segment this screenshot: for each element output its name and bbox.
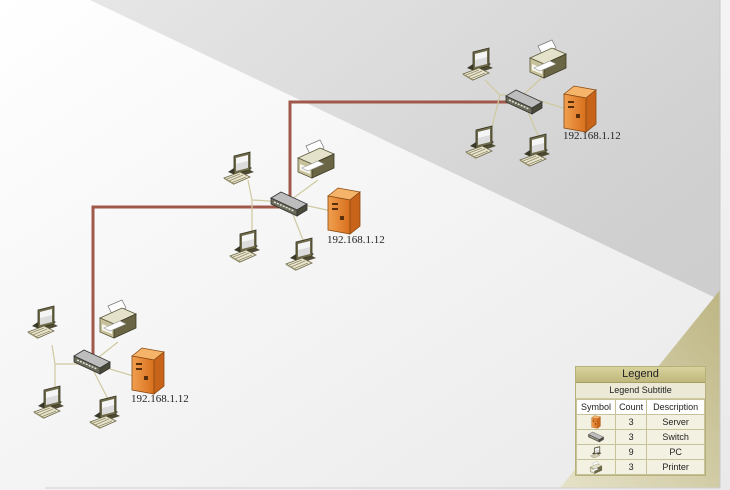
legend-row: 3 Printer <box>576 459 705 475</box>
legend-description: Printer <box>646 459 705 475</box>
pc-icon[interactable] <box>89 395 121 430</box>
pc-icon[interactable] <box>462 47 494 82</box>
branch-links <box>51 71 571 404</box>
printer-icon[interactable] <box>529 39 567 79</box>
legend-symbol <box>576 459 616 475</box>
legend-symbol <box>576 444 616 460</box>
legend-count: 3 <box>614 429 648 445</box>
legend-description: Server <box>646 414 705 430</box>
legend-count: 3 <box>614 459 648 475</box>
legend-description: PC <box>646 444 705 460</box>
backbone-link-1 <box>91 205 290 362</box>
backbone-links <box>91 100 526 362</box>
server-ip-label: 192.168.1.12 <box>327 234 385 246</box>
legend-row: 9 PC <box>576 444 705 460</box>
pc-icon <box>590 445 602 458</box>
printer-icon <box>589 460 602 474</box>
server-icon[interactable] <box>327 187 361 235</box>
legend-header-description: Description <box>646 399 705 415</box>
switch-icon <box>588 431 604 443</box>
legend-subtitle: Legend Subtitle <box>576 383 705 399</box>
server-icon[interactable] <box>563 85 597 133</box>
legend-header-count: Count <box>614 399 648 415</box>
pc-icon[interactable] <box>519 133 551 168</box>
legend-header-symbol: Symbol <box>576 399 616 415</box>
printer-icon[interactable] <box>297 139 335 179</box>
switch-icon[interactable] <box>73 349 111 375</box>
legend-table: Symbol Count Description 3 Server <box>576 399 705 475</box>
pc-icon[interactable] <box>465 125 497 160</box>
legend-count: 3 <box>614 414 648 430</box>
legend-row: 3 Switch <box>576 429 705 445</box>
legend-description: Switch <box>646 429 705 445</box>
legend-count: 9 <box>614 444 648 460</box>
pc-icon[interactable] <box>223 151 255 186</box>
legend-symbol <box>576 429 616 445</box>
legend-row: 3 Server <box>576 414 705 430</box>
switch-icon[interactable] <box>505 89 543 115</box>
server-ip-label: 192.168.1.12 <box>131 393 189 405</box>
server-icon <box>591 415 601 429</box>
legend-title: Legend <box>576 367 705 383</box>
printer-icon[interactable] <box>99 299 137 339</box>
pc-icon[interactable] <box>229 229 261 264</box>
server-ip-label: 192.168.1.12 <box>563 130 621 142</box>
backbone-link-2 <box>288 100 526 207</box>
legend-symbol <box>576 414 616 430</box>
pc-icon[interactable] <box>285 237 317 272</box>
network-segment-3: 192.168.1.12 <box>462 39 621 168</box>
background-shade <box>90 0 720 300</box>
legend: Legend Legend Subtitle Symbol Count Desc… <box>575 366 706 476</box>
network-segment-1: 192.168.1.12 <box>27 299 189 430</box>
network-segment-2: 192.168.1.12 <box>223 139 385 272</box>
switch-icon[interactable] <box>270 191 308 217</box>
pc-icon[interactable] <box>33 385 65 420</box>
server-icon[interactable] <box>131 347 165 395</box>
pc-icon[interactable] <box>27 305 59 340</box>
